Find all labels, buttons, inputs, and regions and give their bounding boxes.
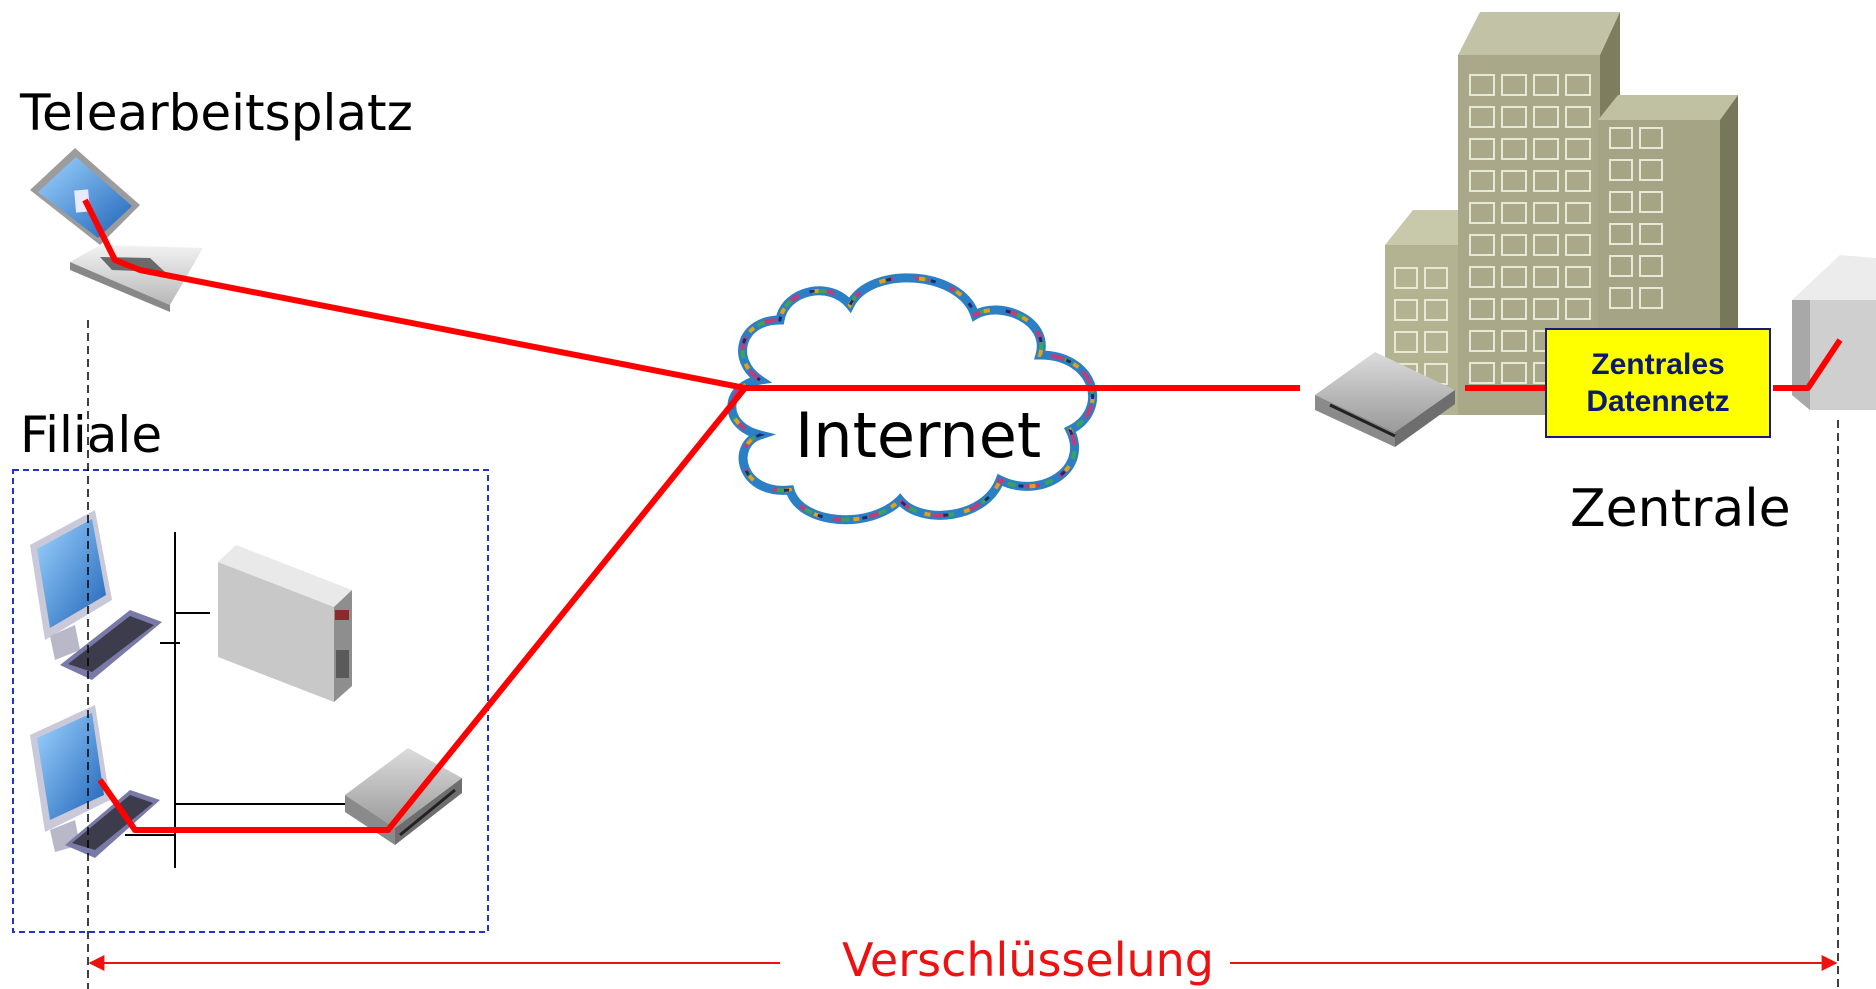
building-window — [1469, 170, 1495, 192]
building-window — [1501, 330, 1527, 352]
building-window — [1639, 159, 1663, 181]
label-internet: Internet — [795, 399, 1042, 472]
router-icon — [1315, 352, 1455, 447]
building-window — [1469, 330, 1495, 352]
building-window — [1609, 191, 1633, 213]
lan-wiring — [125, 532, 345, 868]
building-window — [1469, 202, 1495, 224]
building-window — [1394, 299, 1418, 321]
building-window — [1469, 298, 1495, 320]
building-window — [1533, 234, 1559, 256]
building-window — [1533, 106, 1559, 128]
building-window — [1501, 138, 1527, 160]
building-window — [1565, 170, 1591, 192]
building-window — [1501, 170, 1527, 192]
building-window — [1469, 138, 1495, 160]
building-window — [1469, 234, 1495, 256]
zentrales-datennetz-line2: Datennetz — [1586, 385, 1730, 418]
building-window — [1533, 298, 1559, 320]
cloud-icon — [727, 273, 1098, 525]
label-filiale: Filiale — [20, 406, 163, 464]
desktop-pc-icon — [30, 510, 162, 680]
building-window — [1424, 331, 1448, 353]
building-window — [1565, 138, 1591, 160]
laptop-icon — [30, 148, 203, 312]
zentrales-datennetz-line1: Zentrales — [1591, 347, 1725, 381]
filiale-boundary — [12, 469, 489, 933]
building-window — [1394, 331, 1418, 353]
building-window — [1501, 298, 1527, 320]
building-window — [1469, 362, 1495, 384]
building-window — [1501, 266, 1527, 288]
building-window — [1533, 138, 1559, 160]
building-window — [1469, 74, 1495, 96]
building-window — [1609, 287, 1633, 309]
building-window — [1501, 74, 1527, 96]
label-telearbeitsplatz: Telearbeitsplatz — [20, 84, 413, 142]
zentrales-datennetz-box: Zentrales Datennetz — [1545, 328, 1771, 438]
building-window — [1501, 362, 1527, 384]
building-window — [1639, 191, 1663, 213]
building-window — [1639, 127, 1663, 149]
vpn-line-datennetz-out — [1773, 338, 1843, 391]
building-window — [1565, 266, 1591, 288]
building-window — [1394, 267, 1418, 289]
building-window — [1469, 266, 1495, 288]
building-window — [1565, 234, 1591, 256]
vpn-line-telearbeit — [82, 198, 746, 391]
building-window — [1533, 170, 1559, 192]
building-window — [1639, 287, 1663, 309]
building-window — [1533, 266, 1559, 288]
building-window — [1565, 202, 1591, 224]
label-verschluesselung: Verschlüsselung — [838, 937, 1218, 983]
building-window — [1533, 202, 1559, 224]
building-window — [1469, 106, 1495, 128]
building-window — [1639, 223, 1663, 245]
building-window — [1424, 267, 1448, 289]
building-window — [1609, 255, 1633, 277]
server-tower-icon — [218, 545, 352, 702]
building-window — [1533, 74, 1559, 96]
building-window — [1501, 234, 1527, 256]
building-window — [1609, 127, 1633, 149]
building-window — [1501, 202, 1527, 224]
building-window — [1501, 106, 1527, 128]
building-window — [1424, 299, 1448, 321]
building-window — [1639, 255, 1663, 277]
building-window — [1565, 74, 1591, 96]
vpn-line-filiale — [97, 386, 748, 833]
label-zentrale: Zentrale — [1570, 479, 1791, 539]
building-window — [1565, 106, 1591, 128]
vpn-connections — [82, 198, 1843, 833]
building-window — [1609, 223, 1633, 245]
building-window — [1609, 159, 1633, 181]
building-window — [1565, 298, 1591, 320]
